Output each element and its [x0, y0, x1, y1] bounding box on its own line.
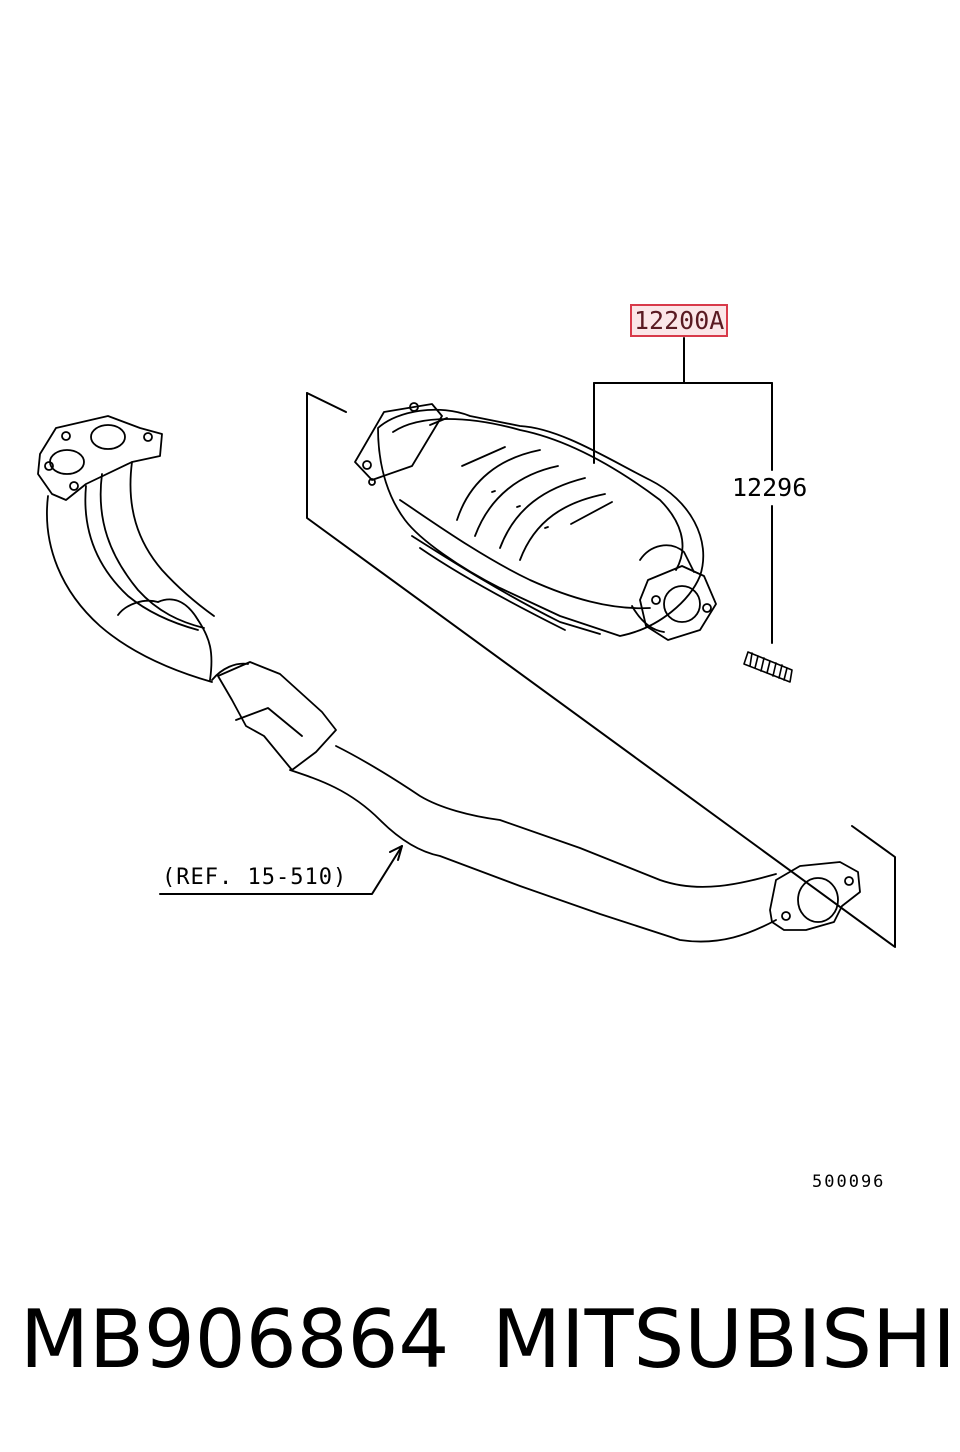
footer-caption: MB906864 MITSUBISHI: [0, 1290, 960, 1390]
reference-leader: [159, 845, 403, 895]
part-callout-12296[interactable]: 12296: [732, 473, 808, 502]
front-pipe: [37, 415, 861, 943]
stud-bolt: [743, 651, 793, 683]
assembly-frame: [306, 392, 896, 948]
brand-name: MITSUBISHI: [492, 1293, 956, 1386]
part-number: MB906864: [20, 1293, 450, 1386]
reference-callout[interactable]: (REF. 15-510): [162, 865, 348, 890]
diagram-code: 500096: [812, 1172, 886, 1192]
catalytic-converter: [354, 402, 717, 641]
callout-leaders: [593, 337, 773, 644]
highlighted-part-label: 12200A: [630, 304, 729, 337]
part-callout-12200a[interactable]: 12200A: [630, 304, 729, 337]
